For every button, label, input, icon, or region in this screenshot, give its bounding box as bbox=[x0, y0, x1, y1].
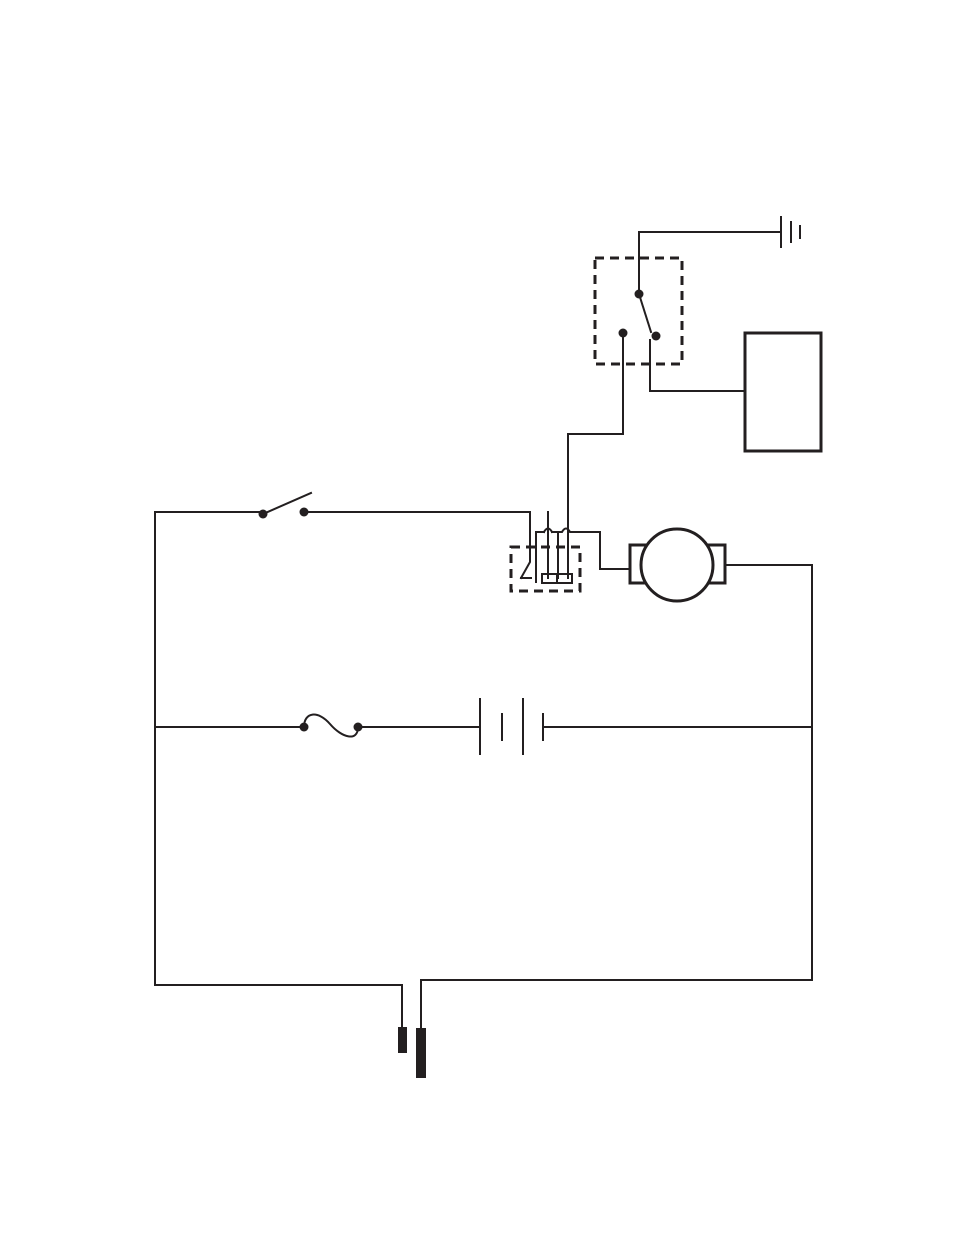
toggle-switch bbox=[155, 493, 530, 519]
connector-terminals bbox=[155, 980, 812, 1078]
motor bbox=[600, 529, 812, 980]
selector-switch bbox=[595, 232, 682, 364]
control-module bbox=[745, 333, 821, 451]
ground-symbol bbox=[639, 217, 800, 247]
fuse bbox=[155, 715, 363, 737]
switch-terminal-b bbox=[652, 332, 661, 341]
toggle-switch-terminal-right bbox=[300, 508, 309, 517]
switch-terminal-common bbox=[635, 290, 644, 299]
fuse-terminal-left bbox=[300, 723, 309, 732]
relay-module bbox=[511, 512, 600, 591]
battery bbox=[358, 699, 812, 754]
terminal-short bbox=[398, 1027, 407, 1053]
toggle-switch-terminal-left bbox=[259, 510, 268, 519]
terminal-long bbox=[416, 1028, 426, 1078]
